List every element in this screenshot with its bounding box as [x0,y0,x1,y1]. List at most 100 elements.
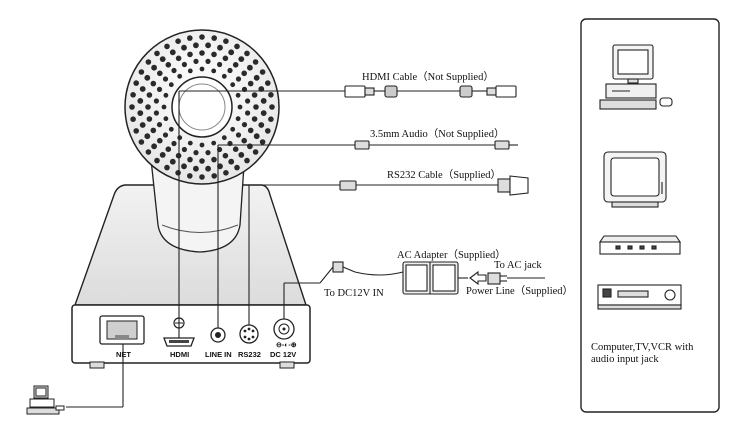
grille-hole [199,174,205,180]
grille-hole [168,82,174,88]
hdmi-cable-label: HDMI Cable（Not Supplied） [362,71,494,83]
rs232-port [239,324,259,344]
grille-hole [169,49,176,56]
grille-hole [138,69,145,75]
grille-hole [223,170,229,176]
vcr-player-icon [597,284,682,310]
grille-hole [238,56,245,62]
grille-hole [253,104,259,110]
grille-hole [199,50,205,56]
grille-hole [211,51,217,58]
grille-hole [244,157,250,164]
hdmi-port [163,337,195,347]
rs232-cable [339,175,529,196]
grille-hole [268,116,274,122]
grille-hole [228,158,235,165]
grille-hole [175,38,181,44]
grille-hole [259,69,266,75]
grille-hole [211,173,217,179]
power-line-label: Power Line（Supplied） [466,285,573,297]
grille-hole [133,128,139,134]
vcr-icon [598,235,682,255]
grille-hole [175,55,182,62]
grille-hole [187,156,193,163]
rs232-cable-label: RS232 Cable（Supplied） [387,169,501,181]
grille-hole [234,164,240,171]
grille-hole [265,80,271,86]
grille-hole [221,135,227,141]
grille-hole [252,59,259,65]
to-dc-label: To DC12V IN [324,288,384,299]
net-port [99,315,145,345]
grille-hole [235,92,241,98]
audio-cable [354,140,518,150]
dc-12v-port-label: DC 12V [270,350,296,359]
grille-hole [235,76,242,82]
grille-hole [247,80,254,87]
grille-hole [181,61,187,68]
grille-hole [150,127,157,134]
grille-hole [139,122,146,128]
grille-hole [235,132,242,138]
grille-hole [251,92,258,98]
grille-hole [171,67,177,74]
grille-hole [187,140,193,146]
devices-panel [580,18,720,413]
grille-hole [247,143,253,150]
grille-hole [144,133,151,140]
grille-hole [130,92,136,98]
grille-hole [159,56,166,62]
grille-hole [232,62,239,68]
grille-hole [193,58,199,64]
grille-hole [144,74,151,81]
to-ac-jack-label: To AC jack [494,260,542,271]
grille-hole [154,50,160,57]
grille-hole [211,68,217,74]
grille-hole [205,58,211,64]
grille-hole [146,92,153,98]
grille-hole [253,74,260,81]
grille-hole [161,104,167,110]
grille-hole [139,86,146,92]
grille-hole [146,116,153,122]
grille-hole [217,61,223,68]
grille-hole [164,164,170,171]
grille-hole [137,110,144,116]
rs232-port-label: RS232 [238,350,261,359]
grille-hole [187,51,193,58]
grille-hole [199,158,205,164]
power-line-plug [469,270,545,286]
grille-hole [199,66,205,72]
grille-hole [232,146,239,152]
grille-hole [223,38,229,44]
camera-head [124,29,280,185]
grille-hole [211,35,217,41]
grille-hole [163,92,169,98]
grille-hole [258,122,265,128]
grille-hole [245,98,251,104]
camera-grille [129,34,275,180]
grille-hole [163,116,169,122]
grille-hole [222,152,229,159]
grille-hole [199,142,205,148]
grille-hole [259,139,266,145]
grille-hole [175,170,181,176]
grille-hole [177,135,183,141]
grille-hole [193,165,199,172]
grille-hole [145,59,152,65]
grille-hole [227,67,233,74]
grille-hole [156,86,163,92]
grille-hole [164,43,170,50]
grille-hole [168,126,174,132]
grille-hole [247,64,253,71]
grille-hole [228,49,235,56]
tv-icon [603,151,667,208]
grille-hole [234,43,240,50]
grille-hole [154,157,160,164]
dc-12v-port: ⊖-◐-⊕ [273,318,297,349]
grille-hole [193,150,199,156]
grille-hole [151,143,158,150]
grille-hole [181,163,187,170]
grille-hole [187,173,193,179]
